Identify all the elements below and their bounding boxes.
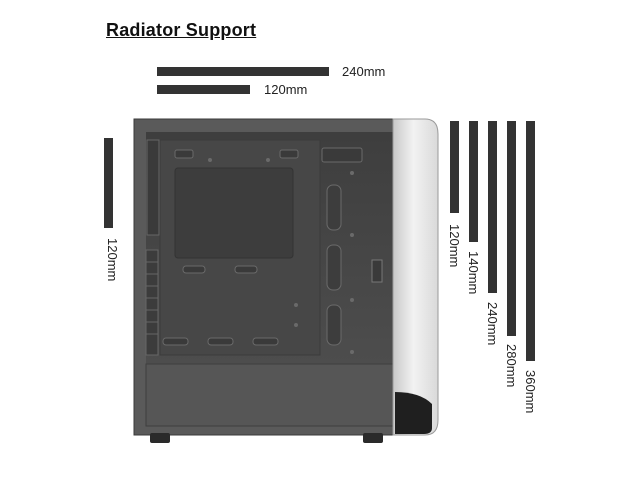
- size-bar-240mm-right: [488, 121, 497, 293]
- mid-slot: [234, 265, 258, 274]
- front-panel: [392, 118, 439, 436]
- cpu-cutout: [174, 167, 294, 259]
- case-foot: [363, 433, 383, 443]
- cable-grommet: [326, 304, 342, 346]
- drive-bracket: [371, 259, 383, 283]
- psu-shroud: [145, 363, 394, 427]
- top-slot: [174, 149, 194, 159]
- front-panel-bottom: [395, 392, 432, 434]
- cable-grommet: [326, 184, 342, 231]
- case-foot: [150, 433, 170, 443]
- top-slot: [279, 149, 299, 159]
- top-slot: [321, 147, 363, 163]
- mid-slot: [182, 265, 206, 274]
- size-bar-140mm-right: [469, 121, 478, 242]
- rear-fan: [146, 139, 160, 236]
- size-bar-120mm-left: [104, 138, 113, 228]
- expansion-slots: [145, 249, 159, 356]
- bottom-slot: [207, 337, 234, 346]
- size-label-240mm-top: 240mm: [342, 64, 386, 79]
- size-label-120mm-top: 120mm: [264, 82, 308, 97]
- size-bar-120mm-right: [450, 121, 459, 213]
- size-bar-280mm-right: [507, 121, 516, 336]
- bottom-slot: [162, 337, 189, 346]
- bottom-slot: [252, 337, 279, 346]
- size-bar-120mm-top: [157, 85, 250, 94]
- size-bar-240mm-top: [157, 67, 329, 76]
- cable-grommet: [326, 244, 342, 291]
- page-title: Radiator Support: [106, 20, 257, 40]
- size-bar-360mm-right: [526, 121, 535, 361]
